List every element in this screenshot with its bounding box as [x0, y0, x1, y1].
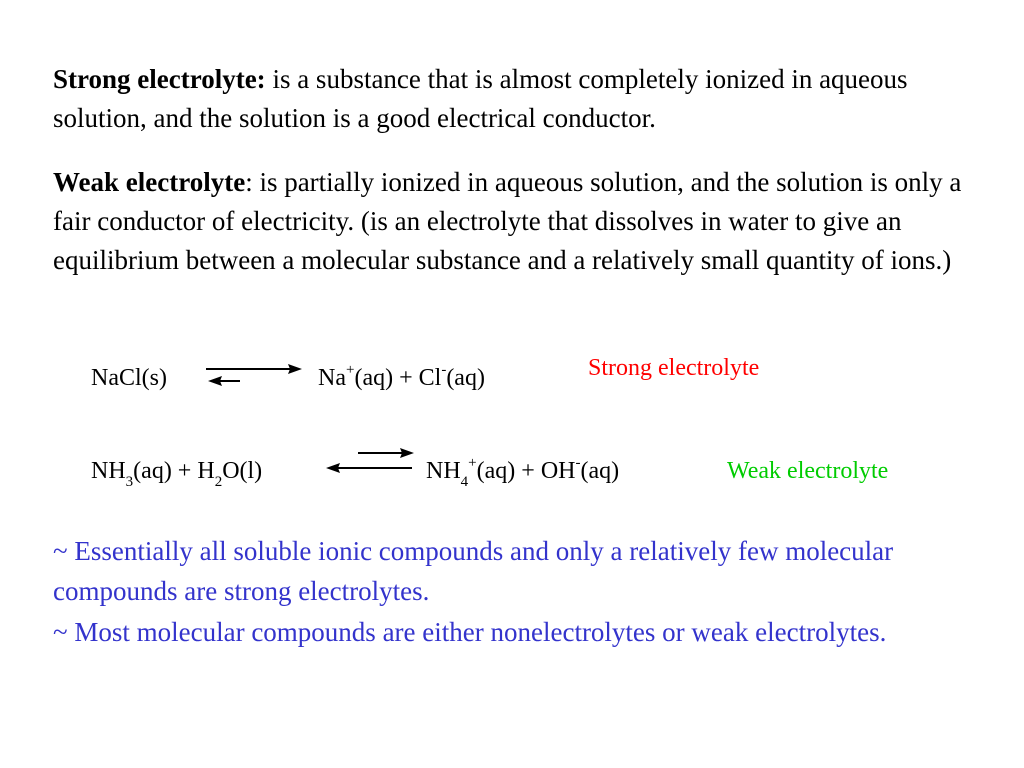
sodium-charge: +: [345, 362, 355, 378]
equation1-products-end: (aq): [446, 365, 485, 391]
equation2-reactants-middle: (aq) + H: [133, 458, 215, 484]
sodium-ion: Na: [318, 365, 346, 391]
chloride-charge: -: [441, 362, 447, 378]
ammonium-charge: +: [468, 455, 477, 471]
weak-electrolyte-label: Weak electrolyte: [727, 458, 889, 484]
strong-electrolyte-label: Strong electrolyte: [588, 355, 760, 381]
equation1-products-middle: (aq) + Cl: [354, 365, 442, 391]
strong-electrolyte-definition: Strong electrolyte: is a substance that …: [53, 60, 993, 138]
equation2-reactants: NH3(aq) + H2O(l): [91, 456, 263, 489]
equilibrium-arrow-icon: [206, 364, 302, 386]
water-subscript: 2: [214, 473, 223, 490]
ammonium-ion: NH: [426, 458, 461, 484]
weak-electrolyte-text: : is partially ionized in aqueous soluti…: [53, 167, 962, 275]
note-strong-electrolytes: ~ Essentially all soluble ionic compound…: [53, 536, 894, 606]
ammonia-subscript: 3: [125, 473, 134, 490]
equation1-reactant: NaCl(s): [91, 365, 167, 391]
equation2-products-middle: (aq) + OH: [476, 458, 576, 484]
weak-electrolyte-definition: Weak electrolyte: is partially ionized i…: [53, 163, 993, 280]
strong-electrolyte-term: Strong electrolyte:: [53, 64, 266, 94]
strong-electrolyte-text: is a substance that is almost completely…: [53, 64, 908, 133]
ammonium-subscript: 4: [460, 473, 469, 490]
note-weak-electrolytes: ~ Most molecular compounds are either no…: [53, 617, 887, 647]
equation2-products-end: (aq): [580, 458, 620, 484]
equation2-reactants-end: O(l): [222, 458, 263, 484]
equation2-products: NH4 +(aq) + OH-(aq): [426, 455, 620, 490]
equilibrium-arrow-icon: [326, 448, 414, 473]
weak-electrolyte-term: Weak electrolyte: [53, 167, 246, 197]
equation1-products: Na+(aq) + Cl-(aq): [318, 363, 485, 393]
ammonia: NH: [91, 458, 126, 484]
hydroxide-charge: -: [575, 455, 581, 471]
